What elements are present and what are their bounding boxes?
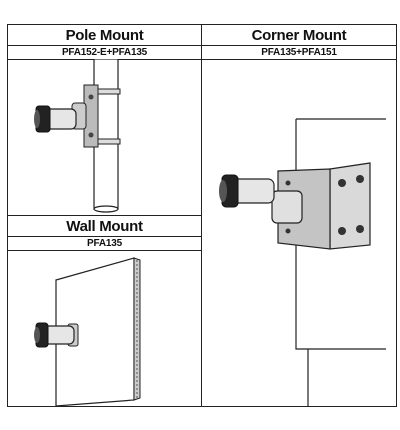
wall-mount-title: Wall Mount xyxy=(8,216,201,237)
pole-mount-cell: Pole Mount PFA152-E+PFA135 xyxy=(8,25,201,215)
corner-mount-cell: Corner Mount PFA135+PFA151 xyxy=(202,25,396,406)
corner-mount-model: PFA135+PFA151 xyxy=(202,45,396,60)
wall-mount-cell: Wall Mount PFA135 xyxy=(8,216,201,406)
wall-mount-model: PFA135 xyxy=(8,236,201,251)
mount-table: Pole Mount PFA152-E+PFA135 Wall Mount PF… xyxy=(7,24,397,407)
pole-mount-illustration xyxy=(34,59,121,213)
row-divider xyxy=(8,215,201,217)
wall-mount-illustration xyxy=(34,257,141,406)
pole-mount-title: Pole Mount xyxy=(8,25,201,46)
corner-mount-illustration xyxy=(219,118,386,406)
column-divider xyxy=(201,25,203,406)
pole-mount-model: PFA152-E+PFA135 xyxy=(8,45,201,60)
corner-mount-title: Corner Mount xyxy=(202,25,396,46)
